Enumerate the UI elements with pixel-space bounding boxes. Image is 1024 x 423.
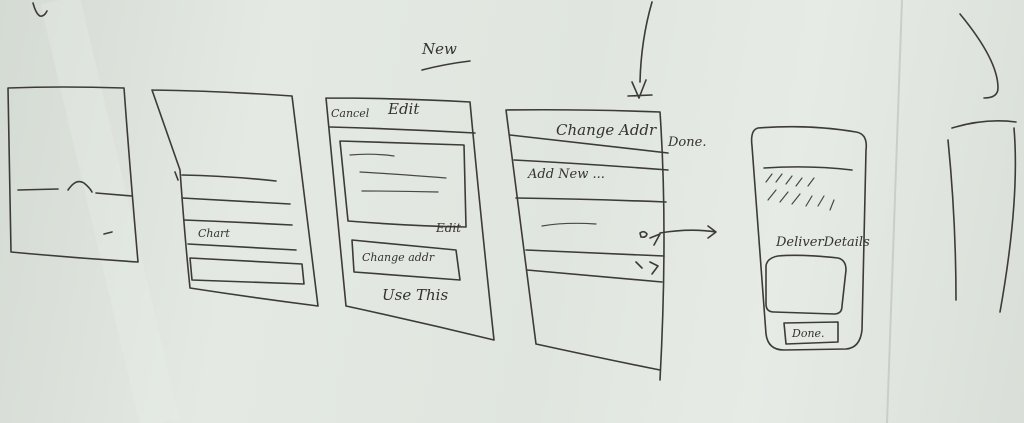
- sketch-3-change-addr: Change addr: [362, 251, 435, 264]
- board-panel-seam: [886, 0, 903, 423]
- sketch-screen-3: [325, 97, 495, 341]
- sketch-4-add-new: Add New ...: [528, 167, 605, 182]
- sketch-screen-6-partial: [947, 13, 1017, 313]
- sketch-3-edit-title: Edit: [388, 100, 420, 118]
- sketch-screen-4: [505, 1, 717, 381]
- sketch-3-edit-link: Edit: [436, 221, 462, 235]
- heading-new: New: [422, 40, 457, 58]
- sketch-5-delivery-details: DeliverDetails: [776, 235, 870, 250]
- corner-scribble: [32, 2, 48, 17]
- sketch-screen-5: [750, 125, 868, 351]
- sketch-5-done: Done.: [792, 327, 825, 340]
- sketch-2-chart-label: Chart: [198, 227, 230, 240]
- board-glare: [40, 0, 180, 423]
- sketch-3-cancel: Cancel: [331, 107, 370, 120]
- sketch-screen-2: [151, 89, 319, 307]
- sketch-screen-1: [7, 86, 139, 263]
- sketch-4-done: Done.: [668, 135, 707, 150]
- new-underline: [421, 60, 471, 71]
- sketch-4-change-addr: Change Addr: [556, 121, 657, 139]
- sketch-3-use-this: Use This: [382, 286, 449, 304]
